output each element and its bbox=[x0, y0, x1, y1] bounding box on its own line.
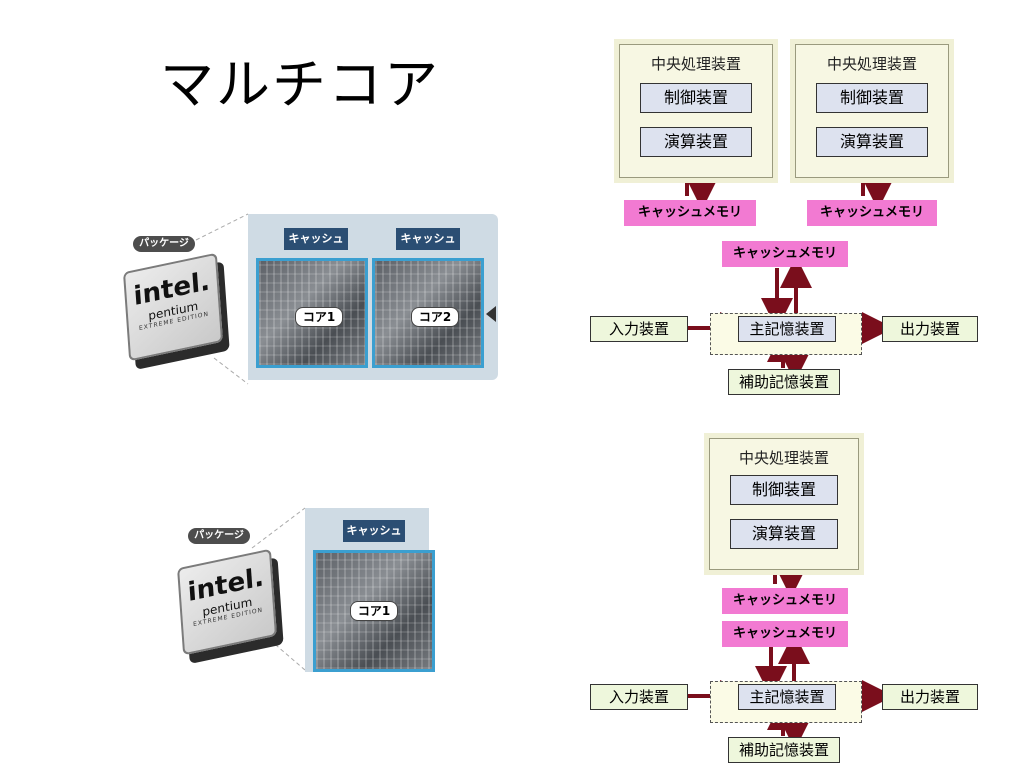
cpu-label: 中央処理装置 bbox=[738, 449, 829, 467]
arithmetic-unit: 演算装置 bbox=[730, 519, 838, 549]
cache-memory-single-cpu: キャッシュメモリ bbox=[722, 588, 848, 614]
cache-memory-cpu1: キャッシュメモリ bbox=[624, 200, 756, 226]
cpu-box-2: 中央処理装置 制御装置 演算装置 bbox=[795, 44, 949, 178]
input-device-single: 入力装置 bbox=[590, 684, 688, 710]
core-label: コア2 bbox=[411, 307, 459, 327]
cpu-box-single: 中央処理装置 制御装置 演算装置 bbox=[709, 438, 859, 570]
cache-label: キャッシュ bbox=[343, 520, 405, 542]
main-memory: 主記憶装置 bbox=[738, 316, 836, 342]
cpu-label: 中央処理装置 bbox=[826, 55, 917, 73]
core-die-single: コア1 bbox=[313, 550, 435, 672]
core-label: コア1 bbox=[350, 601, 398, 621]
input-device: 入力装置 bbox=[590, 316, 688, 342]
main-memory-single: 主記憶装置 bbox=[738, 684, 836, 710]
shared-cache-memory-single: キャッシュメモリ bbox=[722, 621, 848, 647]
control-unit: 制御装置 bbox=[640, 83, 752, 113]
arithmetic-unit: 演算装置 bbox=[816, 127, 928, 157]
package-label: パッケージ bbox=[188, 528, 250, 544]
core-die-2: コア2 bbox=[372, 258, 484, 368]
shared-cache-memory: キャッシュメモリ bbox=[722, 241, 848, 267]
cache-memory-cpu2: キャッシュメモリ bbox=[807, 200, 937, 226]
core-die-1: コア1 bbox=[256, 258, 368, 368]
control-unit: 制御装置 bbox=[816, 83, 928, 113]
package-label: パッケージ bbox=[133, 236, 195, 252]
output-device-single: 出力装置 bbox=[882, 684, 978, 710]
cpu-box-1: 中央処理装置 制御装置 演算装置 bbox=[619, 44, 773, 178]
pointer-icon bbox=[486, 306, 496, 322]
die-photo-panel-single: キャッシュ コア1 bbox=[305, 508, 435, 672]
die-photo-panel-dual: キャッシュ キャッシュ コア1 コア2 bbox=[248, 214, 498, 380]
cache-label: キャッシュ bbox=[396, 228, 460, 250]
cpu-label: 中央処理装置 bbox=[650, 55, 741, 73]
control-unit: 制御装置 bbox=[730, 475, 838, 505]
arithmetic-unit: 演算装置 bbox=[640, 127, 752, 157]
core-label: コア1 bbox=[295, 307, 343, 327]
output-device: 出力装置 bbox=[882, 316, 978, 342]
aux-memory-single: 補助記憶装置 bbox=[728, 737, 840, 763]
cache-label: キャッシュ bbox=[284, 228, 348, 250]
aux-memory: 補助記憶装置 bbox=[728, 369, 840, 395]
slide-title: マルチコア bbox=[160, 53, 440, 116]
